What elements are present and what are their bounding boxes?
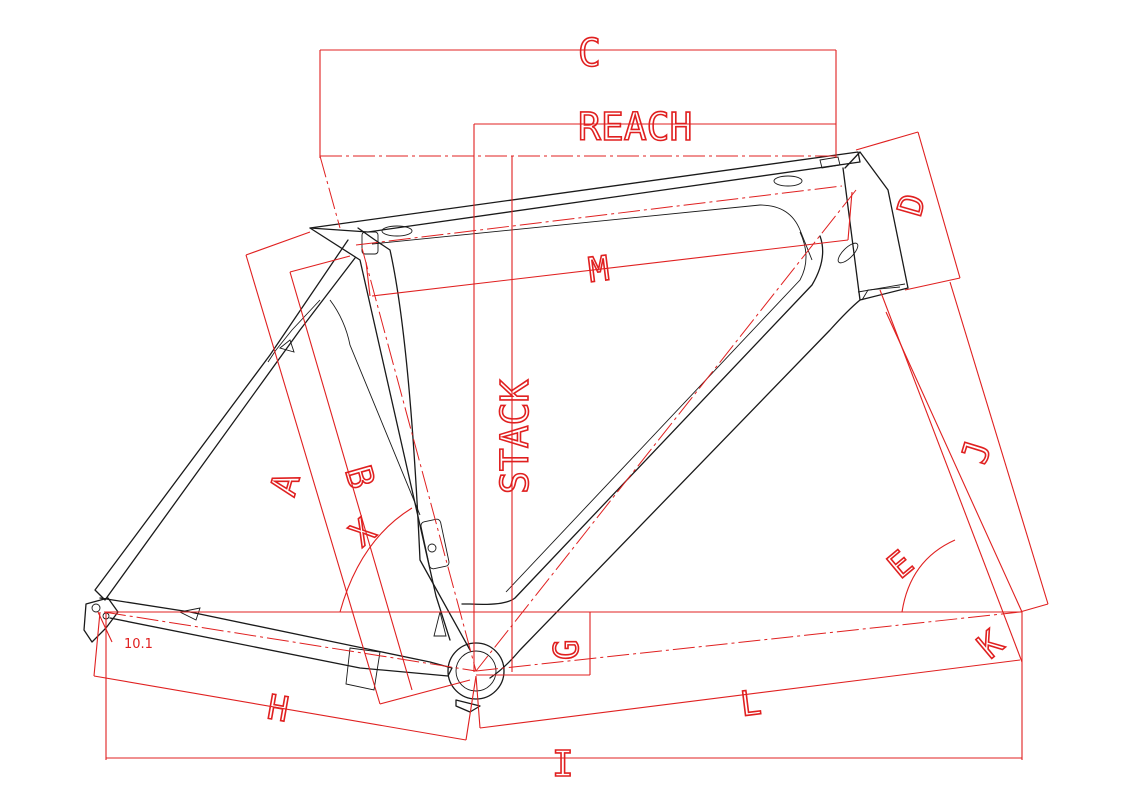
label-g: G — [547, 640, 587, 660]
label-c: C — [578, 31, 601, 75]
head-tube — [842, 151, 909, 301]
top-tube — [309, 151, 861, 233]
label-i: I — [552, 744, 574, 785]
center-lines — [103, 155, 1021, 672]
seat-tube — [309, 227, 451, 641]
label-k: K — [970, 623, 1012, 667]
label-d: D — [890, 190, 934, 221]
dimension-labels: C REACH STACK M D J A B X E G K H L I 10… — [124, 30, 1013, 786]
label-b: B — [336, 461, 381, 493]
seat-stay — [94, 239, 356, 601]
label-e: E — [880, 543, 921, 587]
label-j: J — [954, 436, 1000, 469]
label-a: A — [263, 468, 308, 500]
label-m: M — [586, 249, 611, 291]
label-reach: REACH — [578, 105, 692, 149]
label-stack: STACK — [493, 379, 537, 494]
bike-frame — [83, 151, 909, 713]
down-tube — [461, 235, 824, 606]
label-h: H — [264, 687, 291, 730]
rear-dropout — [83, 597, 119, 643]
label-l: L — [738, 683, 763, 725]
bottom-bracket — [447, 642, 505, 700]
label-x: X — [342, 511, 384, 555]
dimension-lines — [93, 49, 1049, 760]
label-dropout: 10.1 — [124, 637, 153, 652]
